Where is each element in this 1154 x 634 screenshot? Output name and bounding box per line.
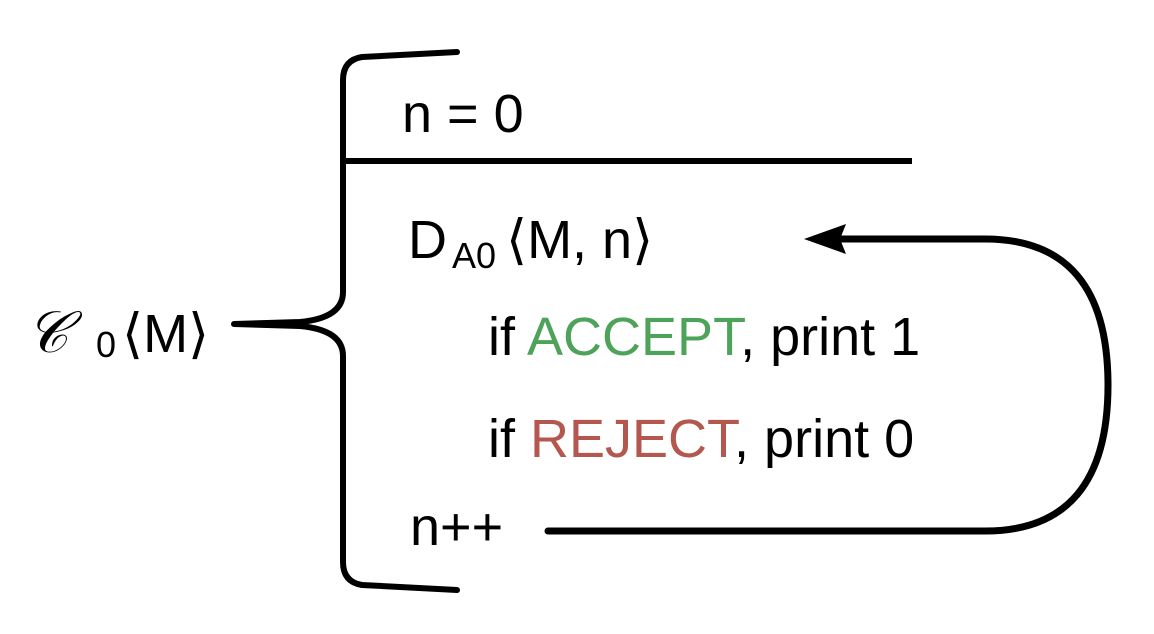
accept-suffix: , print 1 [740, 307, 920, 367]
arrow-head-icon [804, 224, 846, 254]
call-subscript: A0 [452, 235, 496, 276]
reject-keyword: REJECT [530, 409, 739, 469]
loop-arrow-icon [544, 224, 1112, 535]
machine-symbol: 𝒞 [26, 298, 83, 366]
accept-line: if ACCEPT, print 1 [488, 307, 920, 367]
accept-keyword: ACCEPT [527, 307, 745, 367]
brace-icon [231, 49, 460, 593]
accept-prefix: if [488, 307, 527, 367]
call-args: ⟨M, n⟩ [506, 210, 653, 270]
machine-label: 𝒞 0 ⟨M⟩ [26, 298, 209, 366]
init-statement: n = 0 [402, 84, 524, 144]
increment-statement: n++ [410, 497, 503, 557]
decider-call: D A0 ⟨M, n⟩ [408, 210, 653, 276]
reject-line: if REJECT, print 0 [488, 409, 914, 469]
machine-argument: ⟨M⟩ [122, 304, 209, 364]
call-name: D [408, 210, 447, 270]
machine-subscript: 0 [96, 324, 116, 365]
reject-prefix: if [488, 409, 530, 469]
reject-suffix: , print 0 [734, 409, 914, 469]
